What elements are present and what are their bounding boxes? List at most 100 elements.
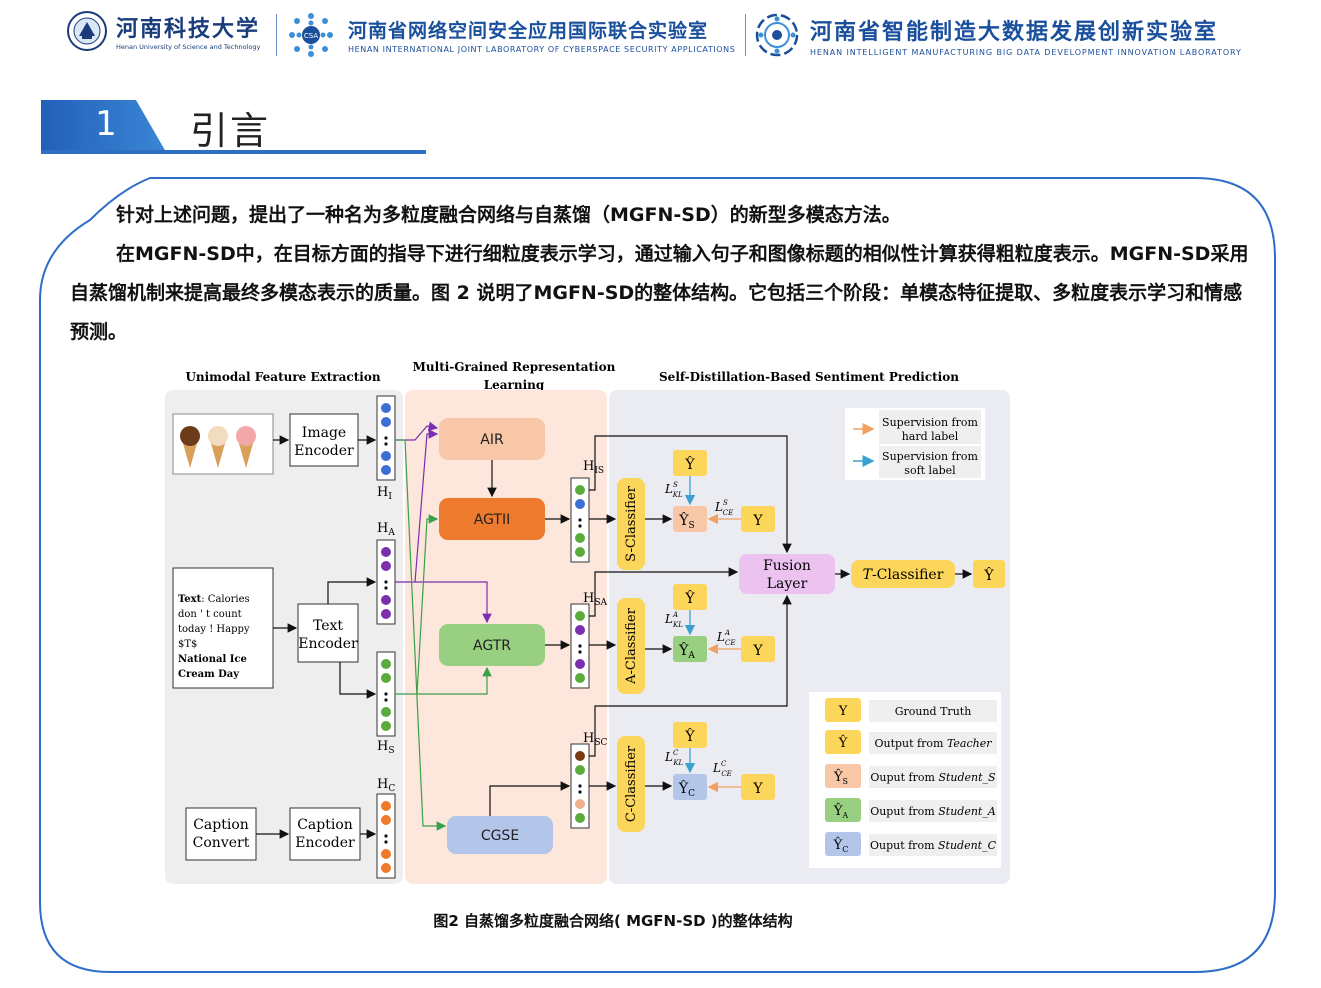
output-legend: Y Ground Truth Ŷ Output from Teacher ŶS …: [809, 692, 1001, 868]
teacher-output-box: [673, 584, 707, 610]
svg-text:ŶS: ŶS: [678, 511, 694, 531]
page-header: 河南科技大学 Henan University of Science and T…: [0, 0, 1321, 72]
representation-output-columns: [570, 477, 590, 829]
svg-text:ŶC: ŶC: [833, 837, 849, 854]
feature-label: H: [377, 521, 388, 536]
loss-ce-c-sub: CE: [721, 770, 731, 778]
lab1-logo-block: CSA 河南省网络空间安全应用国际联合实验室 HENAN INTERNATION…: [286, 10, 735, 60]
legend-hard-label: hard label: [902, 430, 959, 443]
loss-kl-s-sup: S: [673, 481, 678, 489]
image-encoder-label: Image: [302, 425, 346, 441]
caption-encoder-label: Caption: [297, 817, 353, 833]
caption-convert-box: [185, 807, 257, 861]
section-title: 引言: [190, 109, 271, 153]
caption-convert-label: Convert: [193, 835, 250, 851]
csa-badge-text: CSA: [304, 32, 318, 40]
svg-text:Text: Calories: Text: Calories: [178, 594, 250, 605]
output-label: H: [583, 591, 594, 606]
loss-ce-s-sup: S: [723, 499, 728, 507]
svg-text:T-Classifier: T-Classifier: [863, 567, 944, 583]
feature-label-sub: A: [387, 528, 395, 538]
cgse-module-label: CGSE: [481, 828, 519, 844]
lab2-logo-block: 河南省智能制造大数据发展创新实验室 HENAN INTELLIGENT MANU…: [752, 10, 1242, 60]
input-image: [172, 413, 274, 475]
representation-output-labels: HIS HSA HSC: [583, 459, 608, 748]
text-input-line: : Calories: [201, 594, 249, 605]
svg-text:HIS: HIS: [583, 459, 604, 476]
output-label-sub: SA: [594, 598, 607, 608]
legend-c-text: Student_C: [938, 839, 997, 852]
student-s-label: Ŷ: [678, 511, 689, 529]
university-name-cn: 河南科技大学: [116, 16, 261, 42]
legend-s-text: Ouput from: [870, 771, 938, 784]
t-classifier-label: -Classifier: [872, 567, 944, 583]
loss-ce-a: L: [716, 630, 725, 644]
loss-kl-a-sub: KL: [672, 621, 683, 629]
loss-ce-a-sub: CE: [725, 639, 735, 647]
fusion-layer-label: Layer: [767, 576, 808, 592]
section-number: 1: [95, 104, 117, 144]
air-module-label: AIR: [480, 432, 504, 448]
svg-text:HSC: HSC: [583, 731, 608, 748]
ground-truth-box: [741, 774, 775, 800]
extraction-arrows: [256, 435, 377, 839]
university-name-en: Henan University of Science and Technolo…: [116, 43, 261, 51]
university-seal-icon: [67, 11, 107, 51]
legend-gt-text: Ground Truth: [895, 705, 972, 718]
loss-ce-s-sub: CE: [723, 509, 733, 517]
text-input-line: today ! Happy: [178, 624, 250, 635]
stage-title-representation-line2: Learning: [484, 378, 545, 392]
fusion-arrows: [589, 435, 973, 757]
section-number-banner: [41, 100, 166, 152]
t-classifier: [851, 560, 955, 588]
text-input-line: $T$: [178, 639, 197, 650]
feature-label: H: [377, 739, 388, 754]
text-encoder-label: Text: [313, 618, 343, 634]
student-c-label: Ŷ: [678, 779, 689, 797]
fusion-layer-label: Fusion: [763, 558, 811, 574]
c-classifier-label: C-Classifier: [624, 745, 639, 822]
caption-convert-label: Caption: [193, 817, 249, 833]
feature-label: H: [377, 485, 388, 500]
module-to-output-arrows: [489, 514, 571, 816]
legend-a-symbol: Ŷ: [833, 803, 843, 819]
legend-a-symbol-sub: A: [841, 811, 848, 820]
text-input-line: National Ice: [178, 654, 247, 665]
legend-s-symbol: Ŷ: [833, 769, 843, 785]
svg-text:HC: HC: [377, 777, 395, 794]
ground-truth-box: [741, 506, 775, 532]
loss-kl-c: L: [664, 750, 673, 764]
final-prediction-label: Ŷ: [983, 566, 994, 584]
svg-text:Ouput from Student_A: Ouput from Student_A: [870, 805, 996, 818]
teacher-output-box: [673, 722, 707, 748]
loss-ce-c: L: [712, 761, 721, 775]
loss-ce-s: L: [714, 500, 723, 514]
student-c-label-sub: C: [688, 789, 695, 799]
svg-text:ŶS: ŶS: [833, 769, 848, 786]
student-s-output-box: [673, 506, 707, 532]
loss-ce-a-sup: A: [724, 629, 730, 637]
stage-title-prediction: Self-Distillation-Based Sentiment Predic…: [659, 370, 959, 384]
teacher-output-label: Ŷ: [684, 455, 695, 473]
legend-a-text: Ouput from: [870, 805, 938, 818]
caption-encoder-box: [289, 807, 361, 861]
input-text: Text: Calories don ' t count today ! Hap…: [172, 567, 274, 689]
teacher-output-box: [673, 450, 707, 476]
big-data-lab-icon: [755, 13, 799, 57]
lab1-name-en: HENAN INTERNATIONAL JOINT LABORATORY OF …: [348, 45, 736, 54]
csa-lab-icon: CSA: [289, 13, 333, 57]
legend-teacher-text: Output from: [874, 737, 946, 750]
svg-text:ŶA: ŶA: [678, 641, 695, 661]
legend-soft-label: Supervision from: [882, 450, 978, 463]
supervision-arrows: [684, 476, 741, 793]
output-to-classifier-arrows: [589, 514, 673, 791]
svg-text:HSA: HSA: [583, 591, 608, 608]
loss-ce-c-sup: C: [721, 760, 727, 768]
paragraph: 针对上述问题，提出了一种名为多粒度融合网络与自蒸馏（MGFN-SD）的新型多模态…: [116, 204, 901, 226]
